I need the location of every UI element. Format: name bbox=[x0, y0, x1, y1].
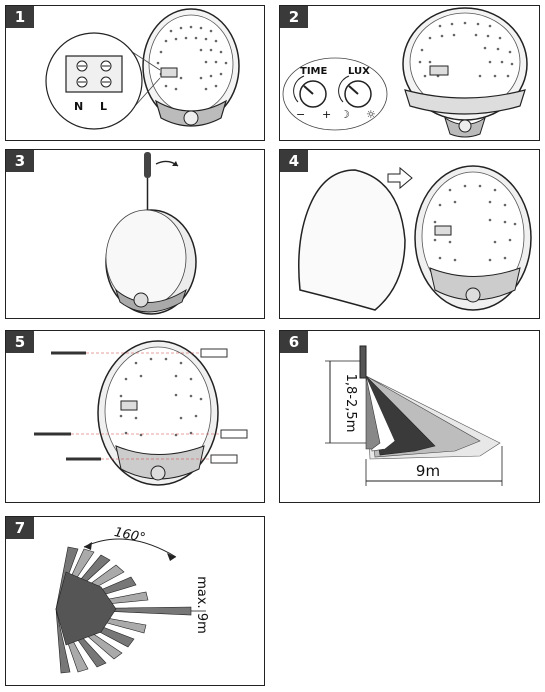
dowel-icon bbox=[200, 348, 228, 358]
range-label: 9m bbox=[416, 462, 440, 480]
step-4-panel: 4 bbox=[279, 149, 540, 319]
time-dial bbox=[293, 75, 327, 108]
step-1-panel: 1 N L bbox=[5, 5, 265, 141]
step-number: 1 bbox=[6, 6, 34, 28]
detection-side-view: 1,8-2,5m 9m bbox=[325, 345, 503, 486]
terminal-connector-zoom bbox=[65, 55, 123, 93]
step-2-panel: 2 TIME LUX − + ☽ bbox=[279, 5, 540, 141]
sensor-lens bbox=[465, 287, 481, 303]
terminal-block bbox=[160, 67, 178, 78]
remove-cover-illustration bbox=[298, 165, 532, 311]
step-number: 3 bbox=[6, 150, 34, 172]
step-7-panel: 7 160° max. 9m bbox=[5, 516, 265, 686]
detection-fan bbox=[55, 546, 192, 674]
sensor-housing bbox=[404, 89, 526, 115]
mounting-holes bbox=[156, 25, 228, 91]
arrow-right-icon bbox=[387, 166, 413, 190]
angle-arc bbox=[83, 538, 177, 558]
terminal-l-label: L bbox=[100, 100, 107, 113]
lamp-base bbox=[97, 340, 219, 486]
lamp-body bbox=[142, 8, 240, 124]
sensor-housing bbox=[115, 445, 205, 480]
arc-arrow bbox=[167, 553, 176, 561]
mounting-holes bbox=[433, 184, 517, 262]
sensor-lens bbox=[150, 465, 166, 481]
arrow-head bbox=[172, 161, 178, 166]
lamp-closed bbox=[105, 209, 197, 315]
sensor-lens bbox=[458, 119, 472, 133]
terminal-block bbox=[434, 225, 452, 236]
step-number: 4 bbox=[280, 150, 308, 172]
step-number: 6 bbox=[280, 331, 308, 353]
sensor-lens bbox=[183, 110, 199, 126]
step-3-panel: 3 bbox=[5, 149, 265, 319]
screw-cover-illustration bbox=[105, 152, 197, 315]
adjustment-illustration: TIME LUX − + ☽ ☼ bbox=[282, 7, 528, 138]
max-range-label: max. 9m bbox=[194, 576, 209, 634]
step-number: 2 bbox=[280, 6, 308, 28]
mount-height-label: 1,8-2,5m bbox=[343, 374, 358, 433]
sun-icon: ☼ bbox=[366, 108, 376, 121]
plus-icon: + bbox=[322, 108, 331, 121]
time-label: TIME bbox=[300, 66, 327, 77]
front-cover bbox=[298, 169, 406, 311]
sensor-housing bbox=[429, 267, 521, 301]
lux-dial bbox=[338, 75, 372, 108]
detection-top-view: 160° max. 9m bbox=[55, 525, 209, 674]
step-number: 7 bbox=[6, 517, 34, 539]
moon-icon: ☽ bbox=[340, 108, 350, 121]
dowel-icon bbox=[210, 454, 238, 464]
lamp-body bbox=[402, 7, 528, 121]
terminal-block bbox=[120, 400, 138, 411]
angle-label: 160° bbox=[113, 525, 147, 546]
wiring-illustration: N L bbox=[45, 8, 240, 130]
mounting-holes bbox=[119, 357, 203, 437]
lux-label: LUX bbox=[348, 66, 370, 77]
terminal-n-label: N bbox=[74, 100, 83, 113]
step-5-panel: 5 bbox=[5, 330, 265, 503]
arc-arrow bbox=[84, 542, 92, 550]
dial-callout bbox=[282, 57, 388, 131]
step-6-panel: 6 1,8-2,5m 9m bbox=[279, 330, 540, 503]
screwdriver-icon bbox=[144, 152, 151, 214]
detection-cones bbox=[365, 375, 501, 460]
terminal-block bbox=[429, 65, 449, 76]
wall-lamp-icon bbox=[359, 345, 367, 379]
dowel-icon bbox=[220, 429, 248, 439]
step-number: 5 bbox=[6, 331, 34, 353]
minus-icon: − bbox=[296, 108, 305, 121]
wall-mount-illustration bbox=[34, 340, 248, 486]
